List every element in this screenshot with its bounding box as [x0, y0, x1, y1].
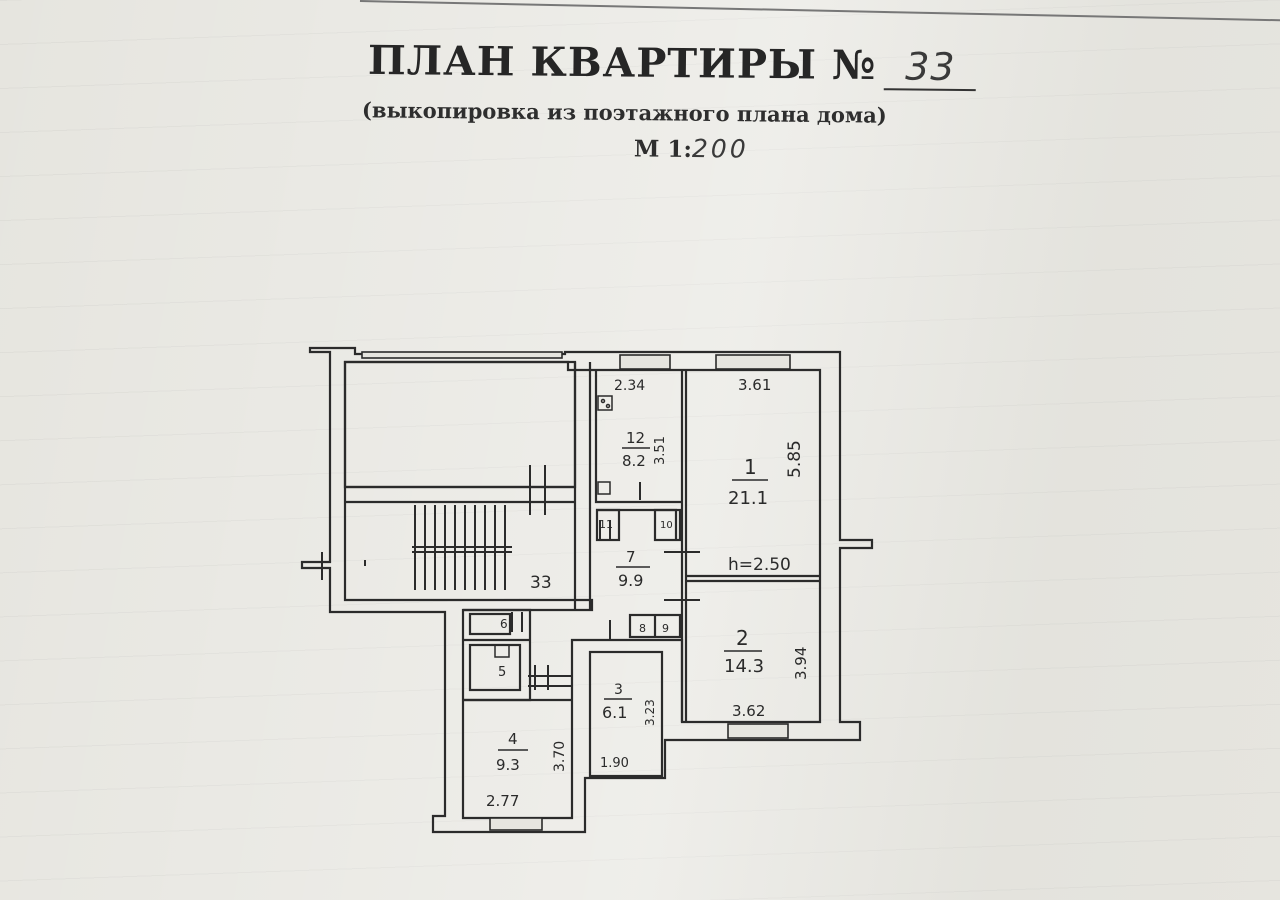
stair-treads	[412, 505, 512, 590]
room7-area: 9.9	[618, 571, 643, 590]
room4-number: 4	[508, 730, 518, 748]
room1-width: 3.61	[738, 376, 771, 394]
room9-number: 9	[662, 622, 669, 635]
fixtures	[494, 395, 613, 658]
room1-number: 1	[744, 455, 757, 479]
room3-area: 6.1	[602, 703, 627, 722]
windows	[361, 351, 791, 831]
plan-walls	[300, 346, 874, 834]
door-marks	[321, 465, 700, 690]
room5-number: 5	[498, 665, 506, 680]
room12-number: 12	[626, 429, 645, 447]
room12-length: 3.51	[653, 436, 668, 465]
room2-width: 3.62	[732, 702, 765, 720]
room12-area: 8.2	[622, 452, 646, 470]
ceiling-height: h=2.50	[728, 555, 791, 575]
room4-width: 2.77	[486, 792, 519, 810]
room3-length: 3.23	[643, 699, 657, 726]
room2-number: 2	[736, 626, 749, 650]
room7-number: 7	[626, 548, 636, 566]
room2-area: 14.3	[724, 656, 764, 677]
room3-width: 1.90	[600, 756, 629, 771]
room1-area: 21.1	[728, 488, 768, 509]
room8-number: 8	[639, 622, 646, 635]
stair-label: 33	[530, 573, 552, 593]
room4-area: 9.3	[496, 756, 520, 774]
room2-length: 3.94	[792, 647, 810, 680]
room4-length: 3.70	[552, 741, 568, 772]
room11-number: 11	[599, 518, 613, 531]
room12-width: 2.34	[614, 378, 645, 394]
room3-number: 3	[614, 682, 623, 698]
plan-labels: 2.34 12 8.2 3.51 3.61 1 21.1 5.85 h=2.50…	[486, 376, 810, 810]
room10-number: 10	[660, 520, 673, 531]
room1-length: 5.85	[785, 440, 805, 478]
room6-number: 6	[500, 617, 508, 631]
